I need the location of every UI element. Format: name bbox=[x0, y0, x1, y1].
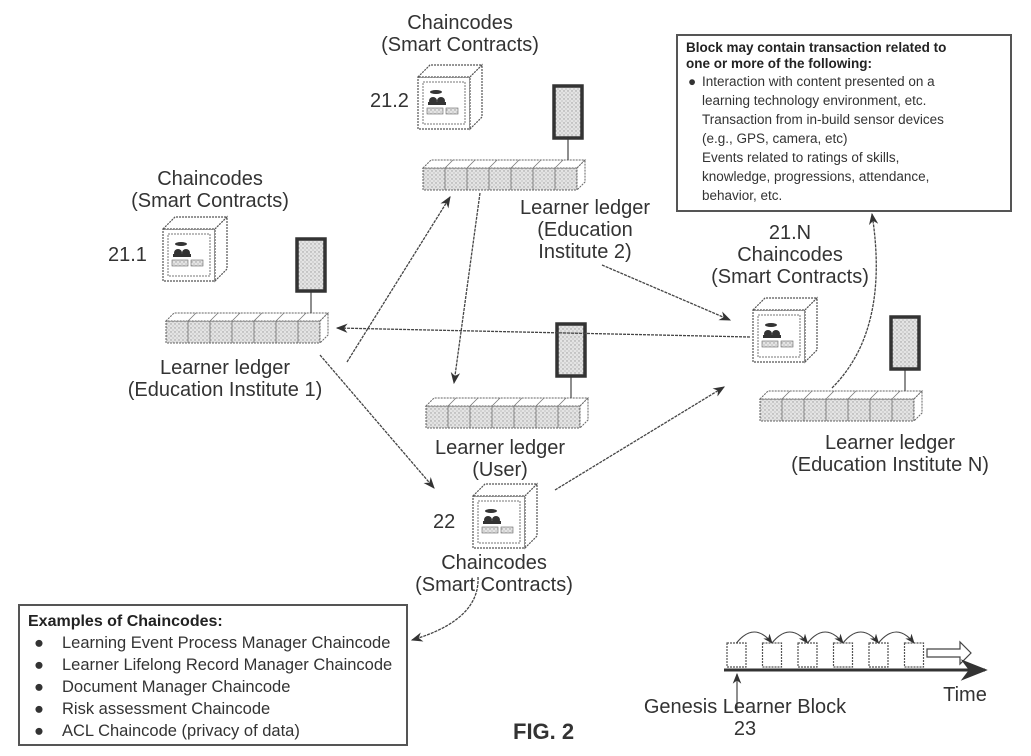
continuation-arrow-icon bbox=[926, 640, 972, 666]
examples-item: ● Document Manager Chaincode bbox=[28, 676, 398, 698]
timeline-block bbox=[903, 642, 925, 668]
arrow-inst1-to-22 bbox=[319, 354, 435, 489]
ledger-subtitle-line1: (Education bbox=[537, 219, 633, 241]
arrow-inst2-to-21n bbox=[601, 264, 732, 321]
arrow-ledgern-to-blockbox bbox=[831, 212, 879, 389]
block-contents-box: Block may contain transaction related to… bbox=[676, 34, 1012, 212]
examples-item: ● Learner Lifelong Record Manager Chainco… bbox=[28, 654, 398, 676]
examples-item: ● ACL Chaincode (privacy of data) bbox=[28, 720, 398, 742]
block-box-title-line1: Block may contain transaction related to bbox=[686, 40, 947, 55]
time-axis-label: Time bbox=[943, 684, 987, 706]
block-box-line: Interaction with content presented on a bbox=[702, 74, 935, 89]
examples-title: Examples of Chaincodes: bbox=[28, 613, 223, 630]
ledger-label-institute-1: Learner ledger (Education Institute 1) bbox=[105, 357, 345, 401]
genesis-block-label: Genesis Learner Block 23 bbox=[630, 696, 860, 740]
chain-link-arrow bbox=[736, 631, 773, 644]
examples-item-text: Risk assessment Chaincode bbox=[62, 700, 271, 718]
ledger-subtitle: (Education Institute 1) bbox=[127, 379, 323, 401]
chain-link-arrow bbox=[842, 631, 880, 644]
chaincode-label-21-2: Chaincodes (Smart Contracts) bbox=[360, 12, 560, 56]
chaincode-cube-21-2 bbox=[417, 64, 483, 130]
genesis-label-text: Genesis Learner Block bbox=[643, 696, 847, 718]
ledger-subtitle: (Education Institute N) bbox=[791, 454, 989, 476]
block-box-line: Events related to ratings of skills, bbox=[702, 150, 900, 165]
examples-item: ● Risk assessment Chaincode bbox=[28, 698, 398, 720]
bullet-icon: ● bbox=[34, 722, 44, 740]
chaincode-title: Chaincodes bbox=[441, 552, 547, 574]
ledger-label-user: Learner ledger (User) bbox=[420, 437, 580, 481]
block-box-title-line2: one or more of the following: bbox=[686, 56, 872, 71]
chaincode-label-21-n: 21.N Chaincodes (Smart Contracts) bbox=[690, 222, 890, 288]
ref-21-2: 21.2 bbox=[370, 90, 409, 112]
arrow-21n-to-inst1 bbox=[335, 323, 751, 338]
ref-21-n: 21.N bbox=[768, 222, 812, 244]
bullet-icon: ● bbox=[688, 74, 697, 89]
bullet-icon: ● bbox=[34, 656, 44, 674]
block-box-line: behavior, etc. bbox=[702, 188, 783, 203]
block-box-bullet-item: ● Interaction with content presented on … bbox=[686, 72, 1002, 91]
chaincode-label-21-1: Chaincodes (Smart Contracts) bbox=[110, 168, 310, 212]
chaincode-subtitle: (Smart Contracts) bbox=[381, 34, 539, 56]
chaincode-subtitle: (Smart Contracts) bbox=[131, 190, 289, 212]
arrow-inst1-to-inst2 bbox=[346, 196, 451, 363]
examples-item-text: Document Manager Chaincode bbox=[62, 678, 291, 696]
examples-item-text: Learning Event Process Manager Chaincode bbox=[62, 634, 391, 652]
block-box-line: knowledge, progressions, attendance, bbox=[702, 169, 930, 184]
chaincode-subtitle: (Smart Contracts) bbox=[711, 266, 869, 288]
chaincode-title: Chaincodes bbox=[407, 12, 513, 34]
examples-item-text: Learner Lifelong Record Manager Chaincod… bbox=[62, 656, 393, 674]
chaincode-subtitle: (Smart Contracts) bbox=[415, 574, 573, 596]
arrow-inst2-to-user bbox=[450, 192, 481, 385]
arrow-22-to-21n bbox=[554, 386, 725, 491]
bullet-icon: ● bbox=[34, 678, 44, 696]
ref-22: 22 bbox=[433, 511, 456, 533]
chaincode-cube-21-n bbox=[752, 297, 818, 363]
chaincode-examples-box: Examples of Chaincodes: ● Learning Event … bbox=[18, 604, 408, 746]
chain-link-arrow bbox=[878, 631, 915, 644]
block-box-line: (e.g., GPS, camera, etc) bbox=[702, 131, 848, 146]
ledger-title: Learner ledger bbox=[519, 197, 651, 219]
timeline-block bbox=[797, 642, 818, 668]
examples-item-text: ACL Chaincode (privacy of data) bbox=[62, 722, 300, 740]
chaincode-title: Chaincodes bbox=[737, 244, 843, 266]
arrow-22-to-examples bbox=[410, 576, 479, 642]
bullet-icon: ● bbox=[34, 634, 44, 652]
ledger-title: Learner ledger bbox=[434, 437, 566, 459]
chain-link-arrow bbox=[771, 631, 809, 644]
ledger-label-institute-2: Learner ledger (Education Institute 2) bbox=[495, 197, 675, 263]
chaincode-title: Chaincodes bbox=[157, 168, 263, 190]
timeline bbox=[724, 631, 988, 710]
chaincode-label-22: Chaincodes (Smart Contracts) bbox=[394, 552, 594, 596]
ledger-user bbox=[424, 322, 590, 430]
ref-21-1: 21.1 bbox=[108, 244, 147, 266]
examples-item: ● Learning Event Process Manager Chaincod… bbox=[28, 632, 398, 654]
timeline-block bbox=[832, 642, 854, 668]
block-box-line: Transaction from in-build sensor devices bbox=[702, 112, 944, 127]
bullet-icon: ● bbox=[34, 700, 44, 718]
timeline-block bbox=[726, 642, 747, 668]
ledger-subtitle: (User) bbox=[472, 459, 528, 481]
timeline-block bbox=[761, 642, 783, 668]
ref-23: 23 bbox=[733, 718, 757, 740]
ledger-title: Learner ledger bbox=[159, 357, 291, 379]
chain-link-arrow bbox=[807, 631, 844, 644]
chaincode-cube-22 bbox=[472, 483, 538, 549]
chaincode-cube-21-1 bbox=[162, 216, 228, 282]
block-box-line: learning technology environment, etc. bbox=[702, 93, 927, 108]
timeline-block bbox=[868, 642, 889, 668]
ledger-subtitle-line2: Institute 2) bbox=[538, 241, 632, 263]
ledger-title: Learner ledger bbox=[824, 432, 956, 454]
figure-label: FIG. 2 bbox=[513, 719, 575, 744]
ledger-label-institute-n: Learner ledger (Education Institute N) bbox=[770, 432, 1010, 476]
